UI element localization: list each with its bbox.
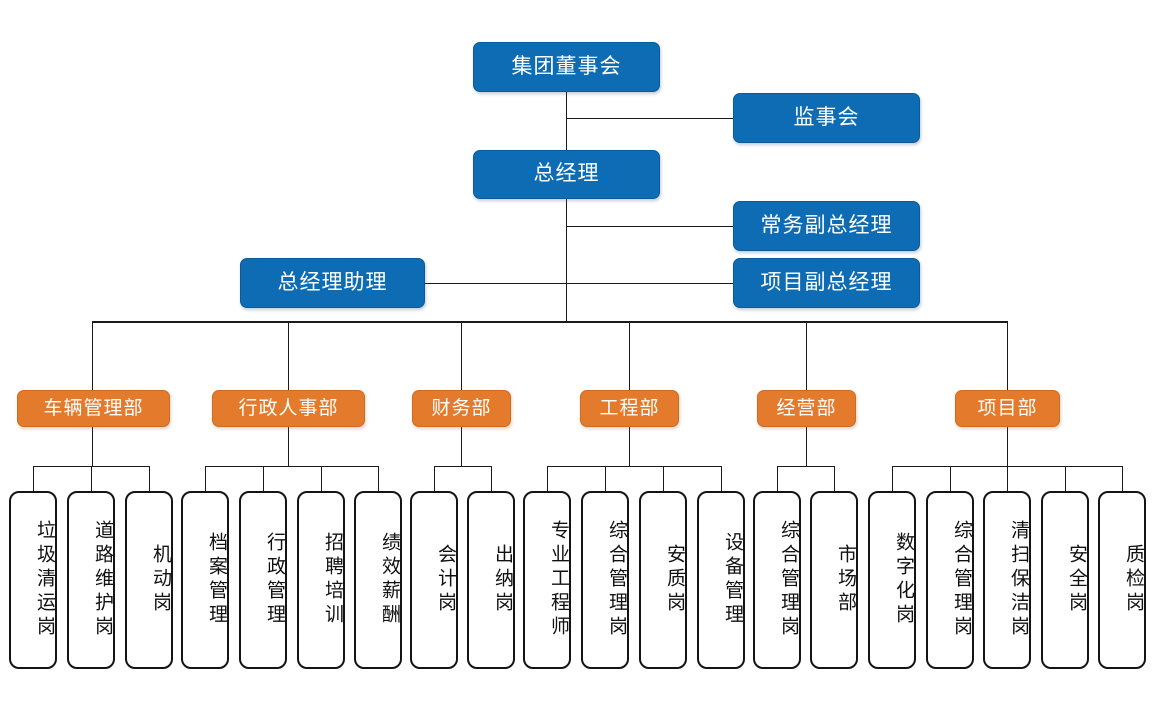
connector-leaf-drop-2 (91, 466, 92, 491)
node-position-administrative-management[interactable]: 行政管理 (239, 491, 287, 669)
connector-bus-to-dept-1 (92, 321, 93, 390)
connector-bus-to-dept-5 (806, 321, 807, 390)
department-bus (92, 321, 1008, 323)
connector-gm-to-department-bus (566, 199, 567, 322)
node-supervisory-board[interactable]: 监事会 (733, 93, 920, 143)
connector-board-to-gm (566, 92, 567, 150)
node-department-operations[interactable]: 经营部 (757, 390, 856, 427)
connector-bus-to-dept-4 (629, 321, 630, 390)
connector-dept3-down (461, 427, 462, 466)
connector-dept1-down (92, 427, 93, 466)
node-position-archive-management[interactable]: 档案管理 (181, 491, 229, 669)
node-department-project[interactable]: 项目部 (955, 390, 1060, 427)
connector-gm-to-project-vice-gm (566, 283, 733, 284)
connector-gm-stem-to-supervisory (566, 118, 733, 119)
connector-leaf-drop-3 (149, 466, 150, 491)
node-position-waste-transport[interactable]: 垃圾清运岗 (9, 491, 57, 669)
connector-gm-assistant-to-stem (424, 283, 566, 284)
connector-leaf-drop-7 (378, 466, 379, 491)
node-general-manager[interactable]: 总经理 (473, 150, 660, 199)
node-position-safety-quality[interactable]: 安质岗 (639, 491, 687, 669)
connector-leaf-drop-6 (321, 466, 322, 491)
sub-bus-dept-4 (547, 466, 721, 467)
connector-dept2-down (288, 427, 289, 466)
node-position-quality-inspection[interactable]: 质检岗 (1098, 491, 1146, 669)
node-position-safety[interactable]: 安全岗 (1041, 491, 1089, 669)
node-position-digitalization[interactable]: 数字化岗 (868, 491, 916, 669)
node-department-vehicle-management[interactable]: 车辆管理部 (17, 390, 170, 427)
node-position-comprehensive-management-proj[interactable]: 综合管理岗 (926, 491, 974, 669)
connector-leaf-drop-4 (205, 466, 206, 491)
connector-leaf-drop-8 (434, 466, 435, 491)
connector-dept4-down (629, 427, 630, 466)
node-position-cleaning-sanitation[interactable]: 清扫保洁岗 (983, 491, 1031, 669)
node-board-of-directors[interactable]: 集团董事会 (473, 42, 660, 92)
connector-bus-to-dept-2 (288, 321, 289, 390)
node-position-comprehensive-management-ops[interactable]: 综合管理岗 (753, 491, 801, 669)
connector-leaf-drop-16 (892, 466, 893, 491)
connector-bus-to-dept-6 (1007, 321, 1008, 390)
node-position-recruitment-training[interactable]: 招聘培训 (297, 491, 345, 669)
node-position-accounting[interactable]: 会计岗 (410, 491, 458, 669)
connector-leaf-drop-19 (1065, 466, 1066, 491)
connector-leaf-drop-10 (547, 466, 548, 491)
node-position-cashier[interactable]: 出纳岗 (467, 491, 515, 669)
sub-bus-dept-5 (777, 466, 834, 467)
node-position-equipment-management[interactable]: 设备管理 (697, 491, 745, 669)
connector-leaf-drop-18 (1007, 466, 1008, 491)
connector-leaf-drop-1 (33, 466, 34, 491)
connector-leaf-drop-13 (721, 466, 722, 491)
connector-leaf-drop-9 (491, 466, 492, 491)
connector-leaf-drop-14 (777, 466, 778, 491)
connector-dept6-down (1007, 427, 1008, 466)
node-position-professional-engineer[interactable]: 专业工程师 (523, 491, 571, 669)
sub-bus-dept-3 (434, 466, 491, 467)
node-position-mobile-duty[interactable]: 机动岗 (125, 491, 173, 669)
node-department-administration-hr[interactable]: 行政人事部 (212, 390, 365, 427)
connector-leaf-drop-12 (663, 466, 664, 491)
connector-leaf-drop-5 (263, 466, 264, 491)
connector-leaf-drop-15 (834, 466, 835, 491)
node-position-comprehensive-management-eng[interactable]: 综合管理岗 (581, 491, 629, 669)
node-position-road-maintenance[interactable]: 道路维护岗 (67, 491, 115, 669)
node-general-manager-assistant[interactable]: 总经理助理 (240, 258, 425, 308)
connector-leaf-drop-20 (1122, 466, 1123, 491)
node-department-engineering[interactable]: 工程部 (580, 390, 679, 427)
node-project-vice-general-manager[interactable]: 项目副总经理 (733, 258, 920, 308)
connector-leaf-drop-17 (950, 466, 951, 491)
node-department-finance[interactable]: 财务部 (412, 390, 511, 427)
connector-bus-to-dept-3 (461, 321, 462, 390)
node-executive-vice-general-manager[interactable]: 常务副总经理 (733, 201, 920, 251)
connector-gm-to-exec-vice-gm (566, 226, 733, 227)
sub-bus-dept-2 (205, 466, 379, 467)
node-position-market-department[interactable]: 市场部 (810, 491, 858, 669)
connector-leaf-drop-11 (605, 466, 606, 491)
connector-dept5-down (806, 427, 807, 466)
node-position-performance-compensation[interactable]: 绩效薪酬 (354, 491, 402, 669)
